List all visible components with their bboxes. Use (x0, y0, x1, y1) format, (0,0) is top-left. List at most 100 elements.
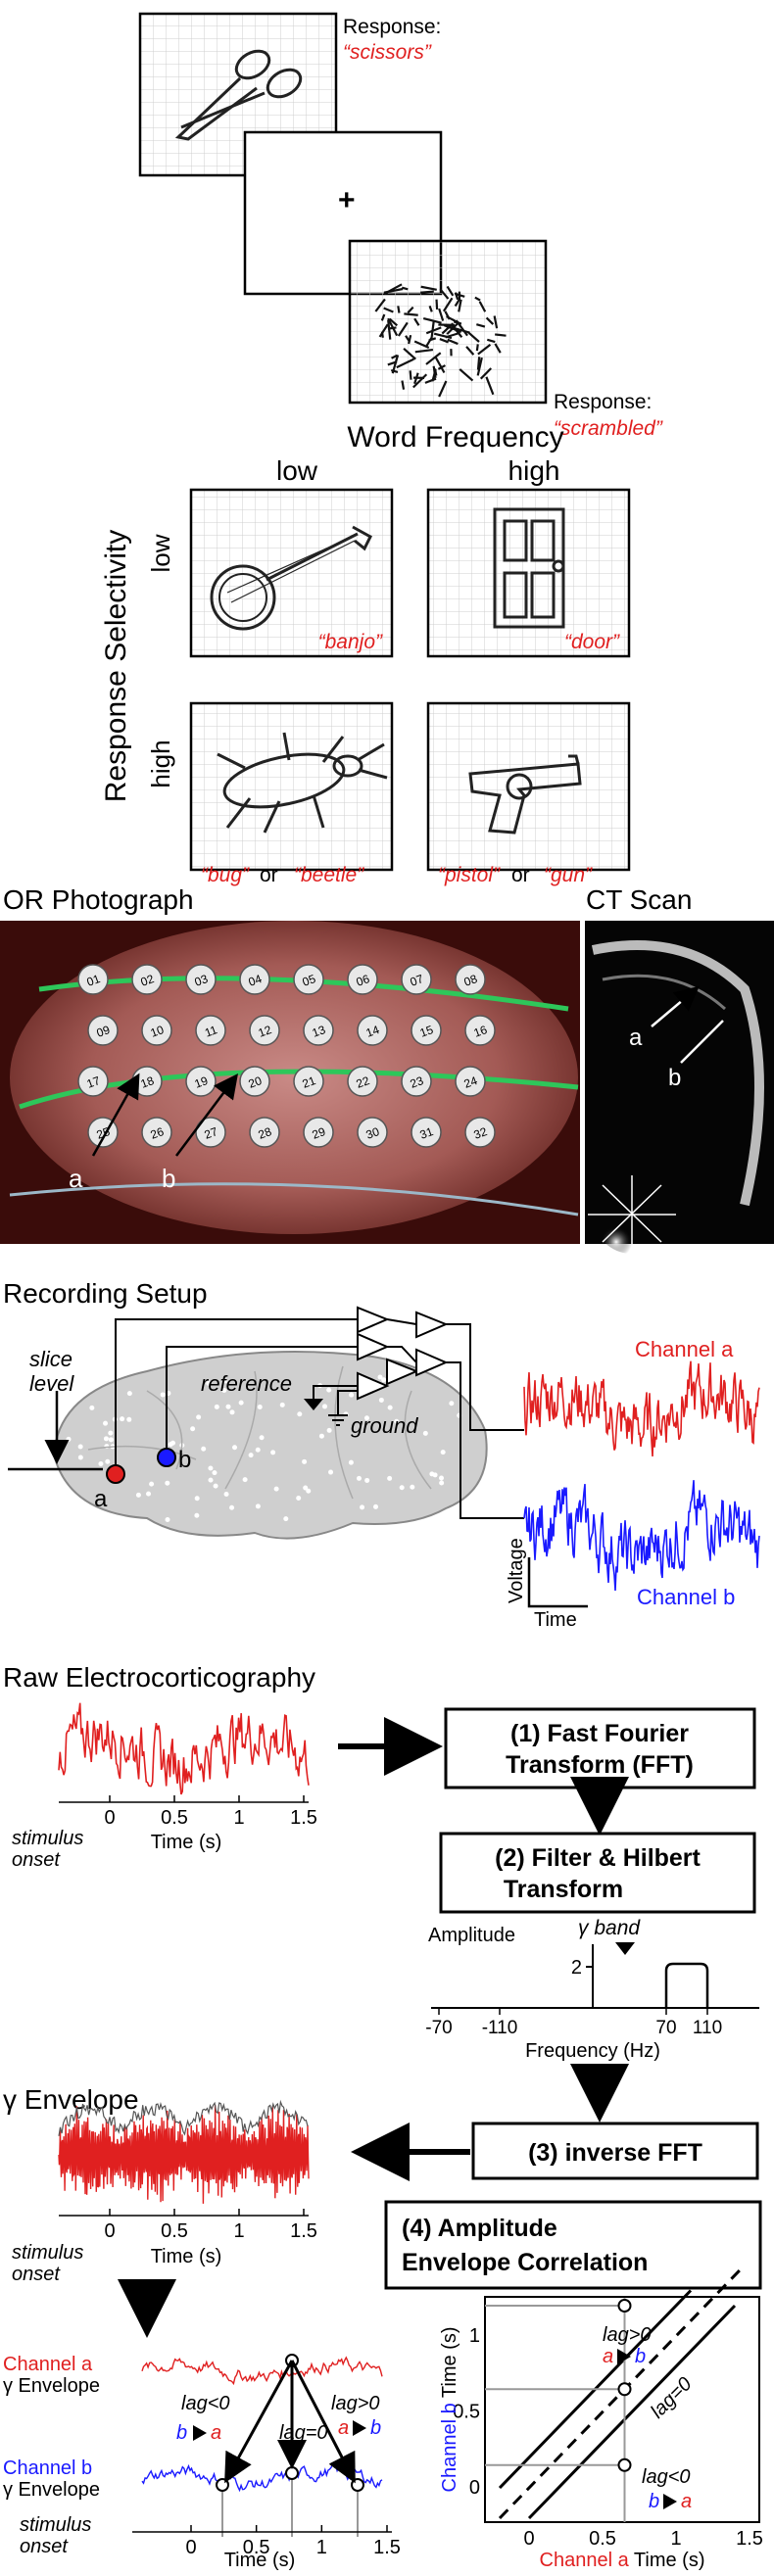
brain-dot (195, 1496, 200, 1501)
scramble-stroke (382, 332, 383, 338)
recording-setup-title: Recording Setup (3, 1278, 208, 1309)
door-response: “door” (564, 631, 620, 653)
electrode-11: 11 (196, 1016, 225, 1045)
time-label: Time (534, 1609, 577, 1631)
brain-dot (239, 1401, 244, 1406)
brain-label-a: a (94, 1486, 108, 1512)
electrode-31: 31 (411, 1118, 441, 1147)
corr-x-tick: 0 (523, 2528, 534, 2550)
lag-pos-label: lag>0 (331, 2393, 380, 2414)
lag-channel-a: Channel a (3, 2354, 93, 2375)
electrode-04: 04 (240, 965, 269, 994)
reference-label: reference (201, 1371, 292, 1396)
scramble-stroke (398, 306, 399, 312)
scrambled-card (350, 241, 546, 403)
col-high-label: high (508, 455, 560, 486)
corr-marker (619, 2459, 631, 2471)
brain-dot (215, 1405, 219, 1409)
lag-pos-a: a (338, 2417, 349, 2439)
response-label-bottom: Response: (554, 391, 652, 413)
tick-label: 1.5 (373, 2537, 401, 2558)
electrode-01: 01 (78, 965, 108, 994)
corr-lag-pos: lag>0 (603, 2324, 652, 2346)
electrode-03: 03 (186, 965, 216, 994)
or-photograph-title: OR Photograph (3, 884, 194, 915)
brain-dot (364, 1478, 369, 1483)
corr-marker (619, 2300, 631, 2312)
fixation-cross: + (338, 184, 356, 216)
scramble-stroke (477, 344, 478, 351)
brain-dot (104, 1436, 109, 1441)
row-low-label: low (146, 534, 175, 572)
electrode-06: 06 (348, 965, 377, 994)
corr-x-label: Channel a Time (s) (540, 2550, 705, 2571)
brain-dot (89, 1406, 94, 1410)
channel-a-label: Channel a (635, 1337, 734, 1361)
electrode-13: 13 (304, 1016, 333, 1045)
electrode-b (158, 1449, 175, 1466)
bandpass-filter-shape (666, 1964, 707, 2008)
corr-x-tick: 1.5 (736, 2528, 763, 2550)
brain-dot (439, 1480, 444, 1485)
electrode-23: 23 (402, 1067, 431, 1096)
brain-dot (146, 1492, 151, 1497)
brain-dot (296, 1496, 301, 1501)
response-selectivity-axis: Response Selectivity (100, 530, 132, 802)
brain-dot (357, 1476, 362, 1481)
corr-step-line1: (4) Amplitude (402, 2215, 557, 2242)
fft-step-line1: (1) Fast Fourier (510, 1720, 689, 1747)
brain-dot (256, 1503, 261, 1508)
brain-dot (67, 1437, 72, 1442)
brain-dot (98, 1461, 103, 1466)
electrode-21: 21 (294, 1067, 323, 1096)
brain-dot (327, 1428, 332, 1433)
brain-dot (78, 1444, 83, 1449)
corr-y-label: Channel b Time (s) (439, 2327, 460, 2493)
freq-tick-label: -70 (425, 2018, 452, 2038)
row-high-label: high (146, 739, 175, 787)
lag-channel-b: Channel b (3, 2457, 92, 2479)
ct-label-a: a (629, 1025, 643, 1051)
lag-neg-a: a (211, 2422, 221, 2444)
ct-scan-title: CT Scan (586, 884, 692, 915)
brain-dot (410, 1485, 414, 1490)
brain-dot (229, 1409, 234, 1414)
banjo-response: “banjo” (318, 631, 383, 653)
raw-stim-onset-1: stimulus (12, 1828, 83, 1849)
fft-step-line2: Transform (FFT) (506, 1751, 694, 1779)
electrode-20: 20 (240, 1067, 269, 1096)
tick-label: 1 (233, 2220, 244, 2242)
scramble-stroke (420, 292, 434, 293)
or-label-1: or (260, 864, 278, 886)
brain-dot (105, 1459, 110, 1464)
col-low-label: low (276, 455, 318, 486)
scramble-stroke (437, 300, 438, 310)
raw-ecog-trace (59, 1703, 309, 1794)
electrode-28: 28 (250, 1118, 279, 1147)
electrode-24: 24 (456, 1067, 485, 1096)
bug-card (191, 703, 392, 870)
freq-x-label: Frequency (Hz) (525, 2040, 660, 2062)
tick-label: 1.5 (290, 2220, 317, 2242)
brain-dot (165, 1481, 169, 1486)
response-scrambled: “scrambled” (554, 417, 663, 440)
tick-label: 1 (316, 2537, 327, 2558)
brain-dot (109, 1437, 114, 1442)
brain-dot (256, 1448, 261, 1453)
brain-dot (360, 1504, 364, 1509)
pistol-card (428, 703, 629, 870)
electrode-07: 07 (402, 965, 431, 994)
tick-label: 1.5 (290, 1807, 317, 1829)
brain-dot (274, 1487, 279, 1492)
lag-stim-onset-1: stimulus (20, 2514, 91, 2536)
corr-marker (619, 2383, 631, 2395)
electrode-29: 29 (304, 1118, 333, 1147)
ifft-step: (3) inverse FFT (528, 2139, 702, 2167)
gamma-band-label: γ band (578, 1917, 641, 1939)
brain-dot (232, 1445, 237, 1450)
scramble-stroke (402, 288, 408, 290)
brain-dot (166, 1517, 170, 1522)
